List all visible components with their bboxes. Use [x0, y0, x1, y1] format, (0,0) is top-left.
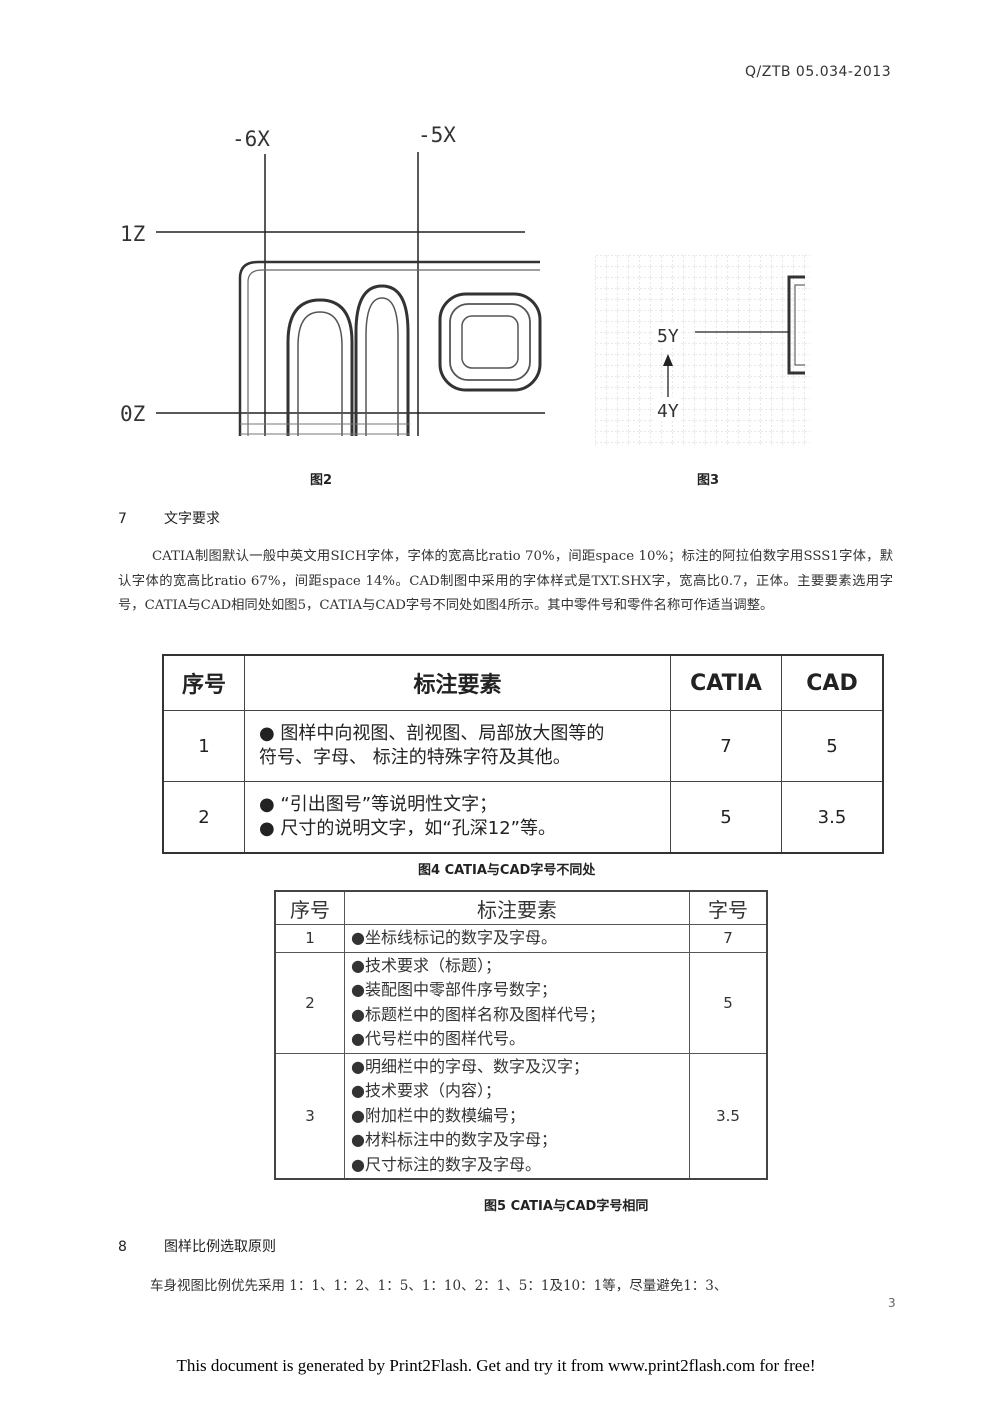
table5-header-no: 序号 — [274, 890, 345, 925]
print2flash-footer: This document is generated by Print2Flas… — [176, 1356, 816, 1375]
table5-row2-line4: ●代号栏中的图样代号。 — [351, 1029, 525, 1048]
figure-2-drawing: -6X -5X 1Z 0Z — [120, 123, 545, 436]
figure-2-caption: 图2 — [310, 473, 333, 488]
table4-row1-no: 1 — [162, 710, 245, 782]
section-7-title: 文字要求 — [164, 511, 220, 527]
table5-row1-no: 1 — [274, 924, 345, 953]
table5-row3-line2: ●技术要求（内容）； — [351, 1081, 501, 1100]
fig3-label-y-bottom: 4Y — [657, 401, 679, 422]
table5-row3-line3: ●附加栏中的数模编号； — [351, 1105, 525, 1125]
table5-row2-line1: ●技术要求（标题）； — [351, 955, 501, 975]
table5-row2-line2: ●装配图中零部件序号数字； — [351, 980, 557, 999]
document-number: Q/ZTB 05.034-2013 — [745, 64, 892, 80]
table5-row2-desc: ●技术要求（标题）； ●装配图中零部件序号数字； ●标题栏中的图样名称及图样代号… — [344, 951, 690, 1054]
table4-row2-line1: ● “引出图号”等说明性文字； — [259, 794, 498, 815]
table-5: 序号 标注要素 字号 1 ●坐标线标记的数字及字母。 7 2 ●技术要求（标题）… — [274, 890, 768, 1180]
figure-3-drawing: 5Y 4Y — [595, 255, 810, 445]
table4-header-catia: CATIA — [670, 654, 782, 711]
table5-row2-size: 5 — [689, 951, 768, 1054]
table4-header-cad: CAD — [781, 654, 884, 711]
table5-row3-line1: ●明细栏中的字母、数字及汉字； — [351, 1056, 589, 1076]
table5-row2-line3: ●标题栏中的图样名称及图样代号； — [351, 1004, 605, 1024]
table5-row3-desc: ●明细栏中的字母、数字及汉字； ●技术要求（内容）； ●附加栏中的数模编号； ●… — [344, 1052, 690, 1180]
table-5-caption: 图5 CATIA与CAD字号相同 — [484, 1199, 649, 1214]
table4-row1-cad: 5 — [781, 710, 884, 782]
table5-row1-desc: ●坐标线标记的数字及字母。 — [344, 924, 690, 953]
section-8-heading: 8 图样比例选取原则 — [118, 1236, 276, 1256]
table4-row1-catia: 7 — [670, 710, 782, 782]
table-row: 1 ● 图样中向视图、剖视图、局部放大图等的 符号、字母、 标注的特殊字符及其他… — [162, 710, 884, 782]
table4-row2-catia: 5 — [670, 781, 782, 854]
table4-row1-line1: ● 图样中向视图、剖视图、局部放大图等的 — [259, 723, 605, 744]
table4-row1-line2: 符号、字母、 标注的特殊字符及其他。 — [259, 747, 571, 768]
table-row: 3 ●明细栏中的字母、数字及汉字； ●技术要求（内容）； ●附加栏中的数模编号；… — [274, 1052, 768, 1180]
table5-row1-size: 7 — [689, 924, 768, 953]
table5-header-size: 字号 — [689, 890, 768, 925]
table-row: 1 ●坐标线标记的数字及字母。 7 — [274, 924, 768, 953]
table4-header-element: 标注要素 — [244, 654, 671, 711]
section-7-paragraph: CATIA制图默认一般中英文用SICH字体，字体的宽高比ratio 70%，间距… — [118, 549, 893, 613]
fig2-label-x-left: -6X — [232, 127, 270, 151]
section-7-heading: 7 文字要求 — [118, 508, 220, 528]
table-row: 2 ●技术要求（标题）； ●装配图中零部件序号数字； ●标题栏中的图样名称及图样… — [274, 951, 768, 1054]
table5-header-element: 标注要素 — [344, 890, 690, 925]
table4-row2-cad: 3.5 — [781, 781, 884, 854]
section-8-title: 图样比例选取原则 — [164, 1239, 276, 1255]
section-8-paragraph: 车身视图比例优先采用 1：1、1：2、1：5、1：10、2：1、5：1及10：1… — [150, 1278, 728, 1294]
table4-header-no: 序号 — [162, 654, 245, 711]
table5-row3-size: 3.5 — [689, 1052, 768, 1180]
fig2-label-x-right: -5X — [418, 123, 456, 147]
table5-row3-line5: ●尺寸标注的数字及字母。 — [351, 1154, 541, 1174]
table5-row1-line1: ●坐标线标记的数字及字母。 — [351, 928, 557, 947]
table5-row2-no: 2 — [274, 951, 345, 1054]
fig2-label-z-bottom: 0Z — [120, 402, 145, 426]
fig2-label-z-top: 1Z — [120, 222, 145, 246]
table-4: 序号 标注要素 CATIA CAD 1 ● 图样中向视图、剖视图、局部放大图等的… — [162, 654, 884, 854]
table4-row1-desc: ● 图样中向视图、剖视图、局部放大图等的 符号、字母、 标注的特殊字符及其他。 — [244, 710, 671, 782]
table4-row2-desc: ● “引出图号”等说明性文字； ● 尺寸的说明文字，如“孔深12”等。 — [244, 781, 671, 854]
table5-row3-no: 3 — [274, 1052, 345, 1180]
table5-row3-line4: ●材料标注中的数字及字母； — [351, 1130, 557, 1149]
fig3-label-y-top: 5Y — [657, 326, 679, 347]
table-4-caption: 图4 CATIA与CAD字号不同处 — [418, 863, 596, 878]
table-row: 2 ● “引出图号”等说明性文字； ● 尺寸的说明文字，如“孔深12”等。 5 … — [162, 781, 884, 854]
page-number: 3 — [888, 1296, 896, 1310]
section-8-number: 8 — [118, 1239, 127, 1255]
section-7-number: 7 — [118, 511, 127, 527]
table4-row2-line2: ● 尺寸的说明文字，如“孔深12”等。 — [259, 818, 556, 839]
table4-row2-no: 2 — [162, 781, 245, 854]
figure-3-caption: 图3 — [697, 473, 720, 488]
